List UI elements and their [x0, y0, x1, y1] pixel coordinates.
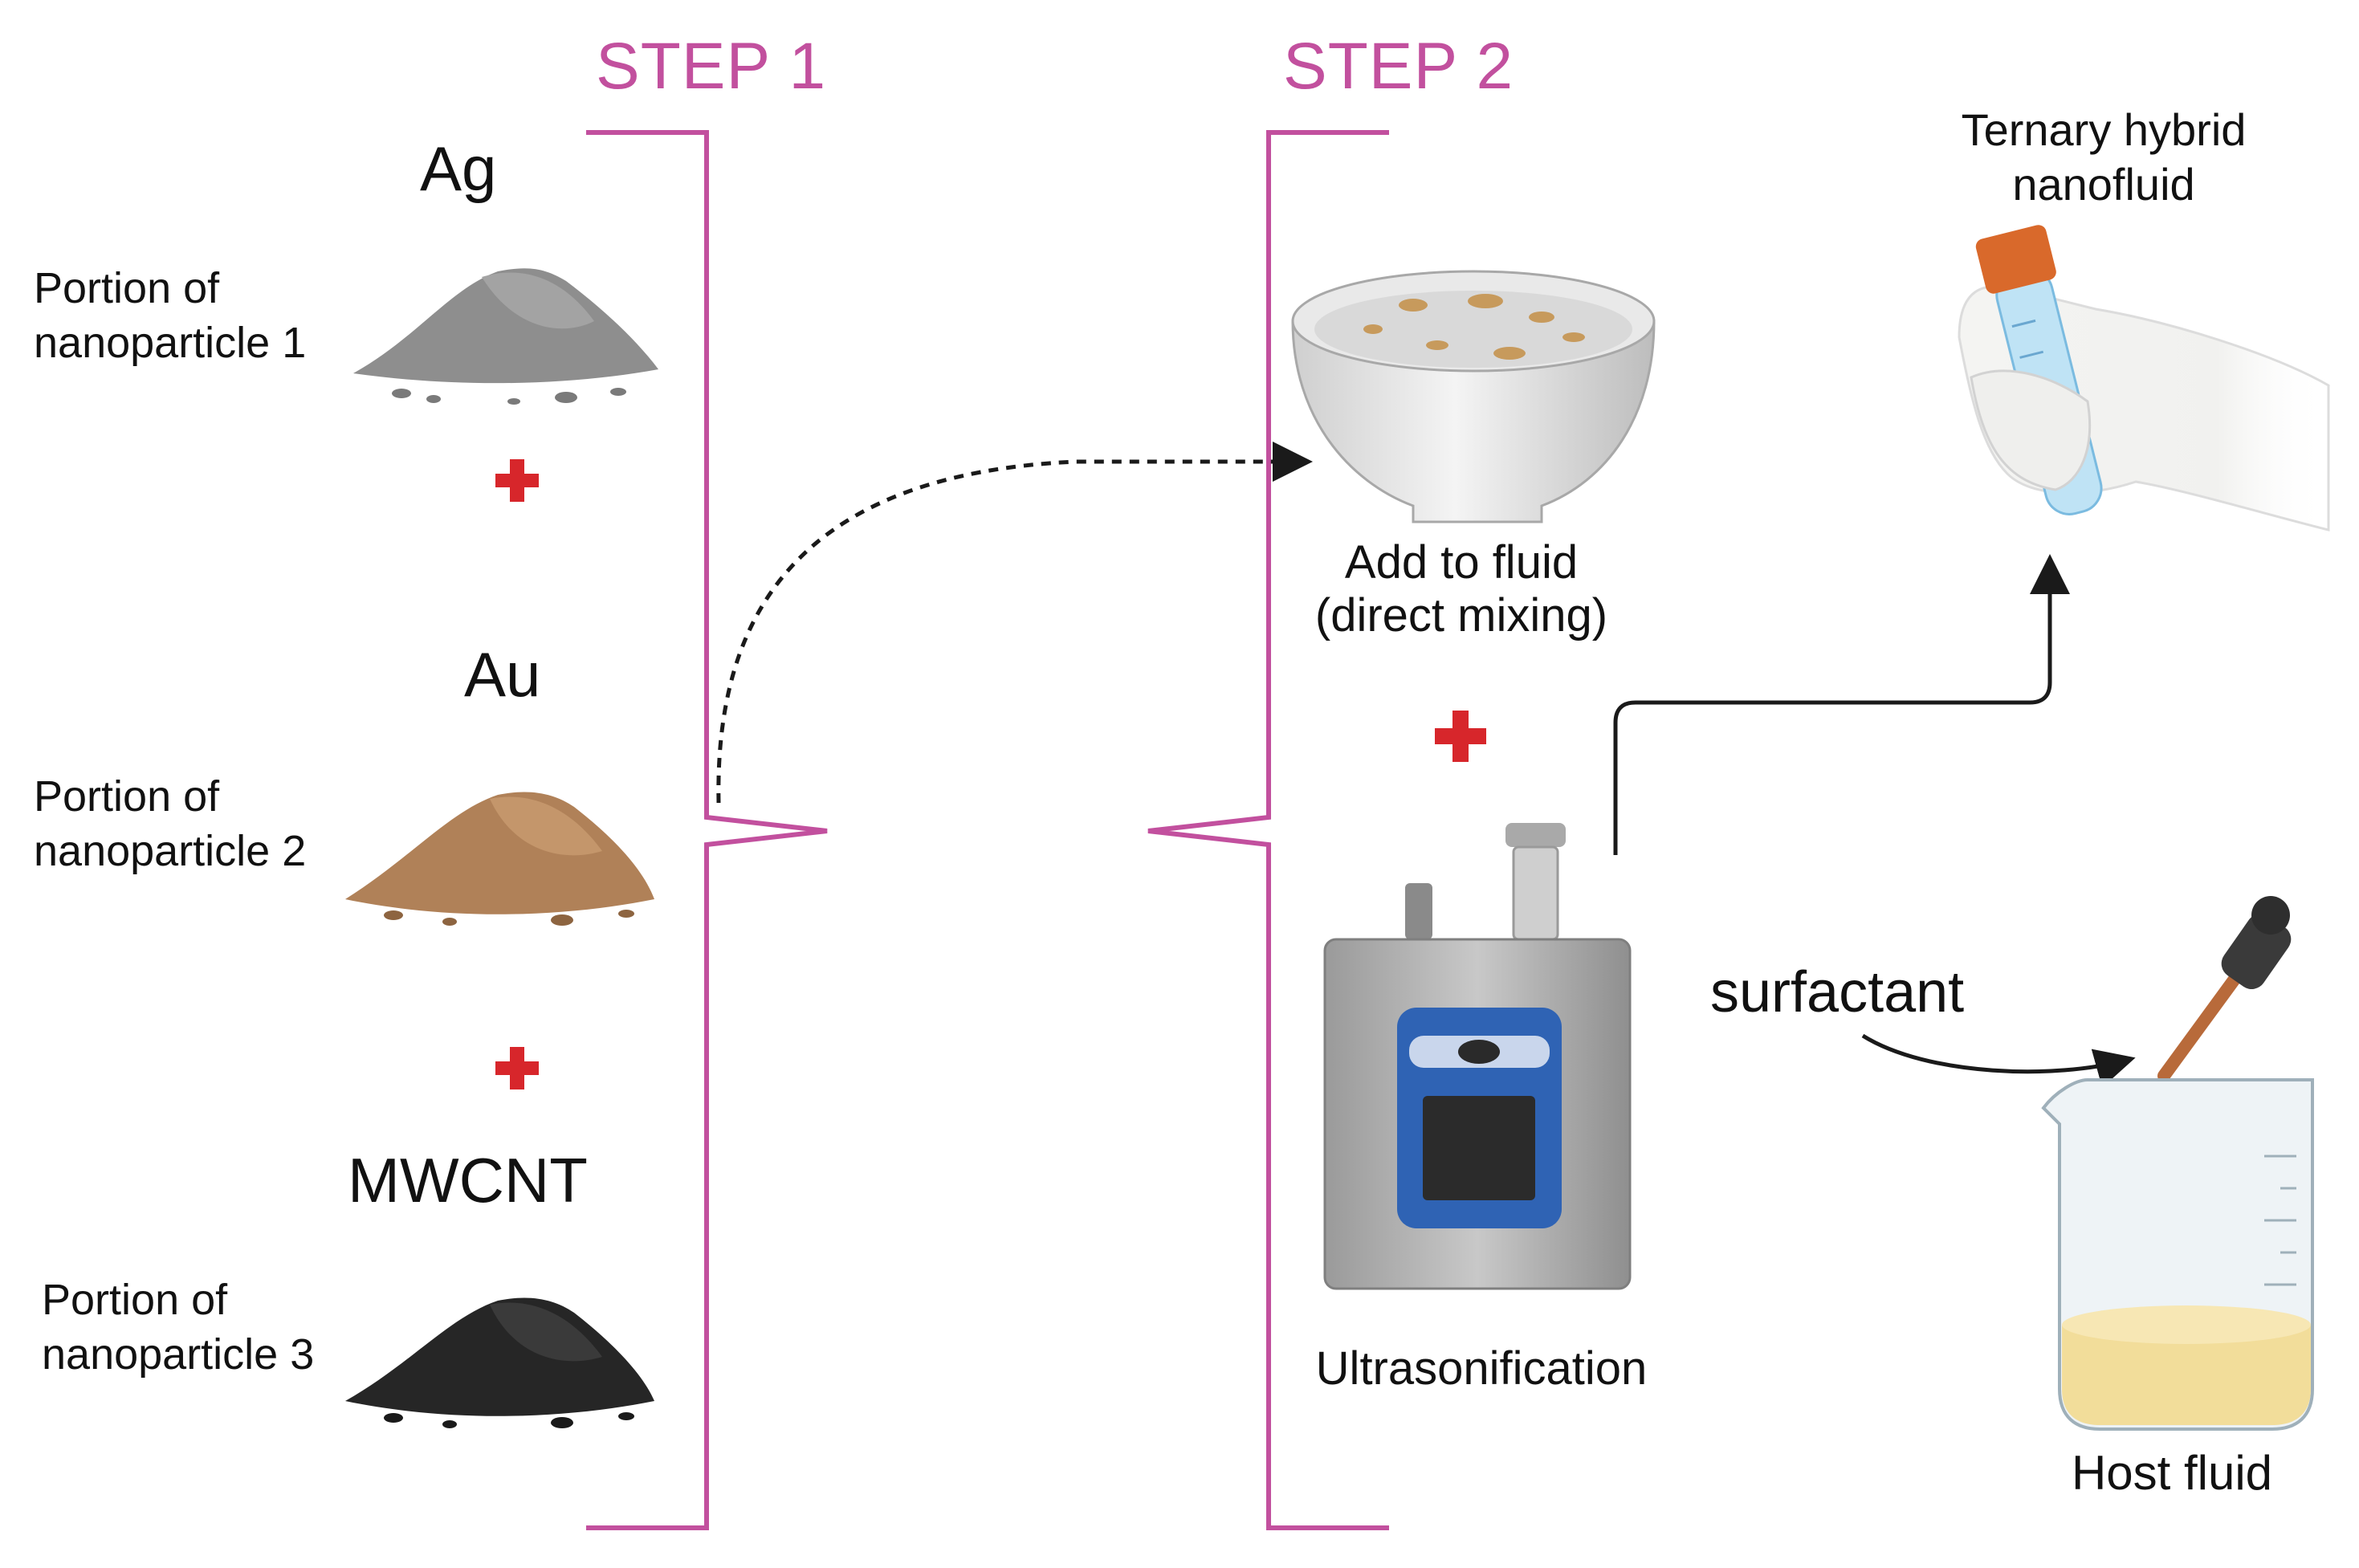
- nanoparticle-2-line1: Portion of: [34, 772, 220, 821]
- mixing-caption-line2: (direct mixing): [1314, 589, 1608, 641]
- nanoparticle-2-line2: nanoparticle 2: [34, 827, 307, 875]
- step2-bracket: [1147, 130, 1389, 1530]
- surfactant-arrow: [1861, 1033, 2136, 1088]
- mwcnt-powder-pile: [345, 1297, 654, 1428]
- step1-heading: STEP 1: [596, 30, 827, 103]
- mixing-caption-line1: Add to fluid: [1344, 536, 1579, 589]
- au-label: Au: [464, 639, 541, 710]
- dotted-flow-arrow: [716, 442, 1313, 804]
- ag-powder-pile: [353, 268, 658, 405]
- process-arrow: [1613, 554, 2070, 855]
- mwcnt-label: MWCNT: [348, 1145, 588, 1216]
- surfactant-label: surfactant: [1710, 960, 1965, 1024]
- gloved-hand-holding-tube-icon: [1958, 225, 2330, 531]
- mixing-caption: Add to fluid (direct mixing): [1293, 536, 1630, 642]
- bowl-icon: [1291, 270, 1656, 523]
- nanoparticle-2-label: Portion of nanoparticle 2: [34, 769, 306, 878]
- product-caption-line2: nanofluid: [2012, 159, 2195, 210]
- nanoparticle-3-line2: nanoparticle 3: [42, 1330, 315, 1379]
- step1-bracket: [586, 130, 828, 1530]
- product-caption: Ternary hybrid nanofluid: [1943, 103, 2264, 212]
- step2-heading: STEP 2: [1283, 30, 1514, 103]
- nanoparticle-1-line1: Portion of: [34, 264, 220, 312]
- ultrasonic-device-icon: [1323, 823, 1632, 1290]
- ultrasonification-label: Ultrasonification: [1315, 1342, 1648, 1395]
- nanoparticle-3-line1: Portion of: [42, 1276, 228, 1324]
- nanoparticle-1-label: Portion of nanoparticle 1: [34, 261, 306, 370]
- plus-icon: [495, 459, 539, 502]
- plus-icon: [495, 1047, 539, 1089]
- dropper-icon: [2152, 896, 2292, 1097]
- beaker-icon: [2041, 1078, 2314, 1431]
- plus-icon: [1435, 711, 1486, 762]
- ag-label: Ag: [420, 133, 497, 204]
- product-caption-line1: Ternary hybrid: [1961, 104, 2247, 155]
- nanoparticle-1-line2: nanoparticle 1: [34, 319, 307, 367]
- nanoparticle-3-label: Portion of nanoparticle 3: [42, 1273, 314, 1382]
- au-powder-pile: [345, 792, 654, 926]
- host-fluid-label: Host fluid: [2071, 1446, 2273, 1500]
